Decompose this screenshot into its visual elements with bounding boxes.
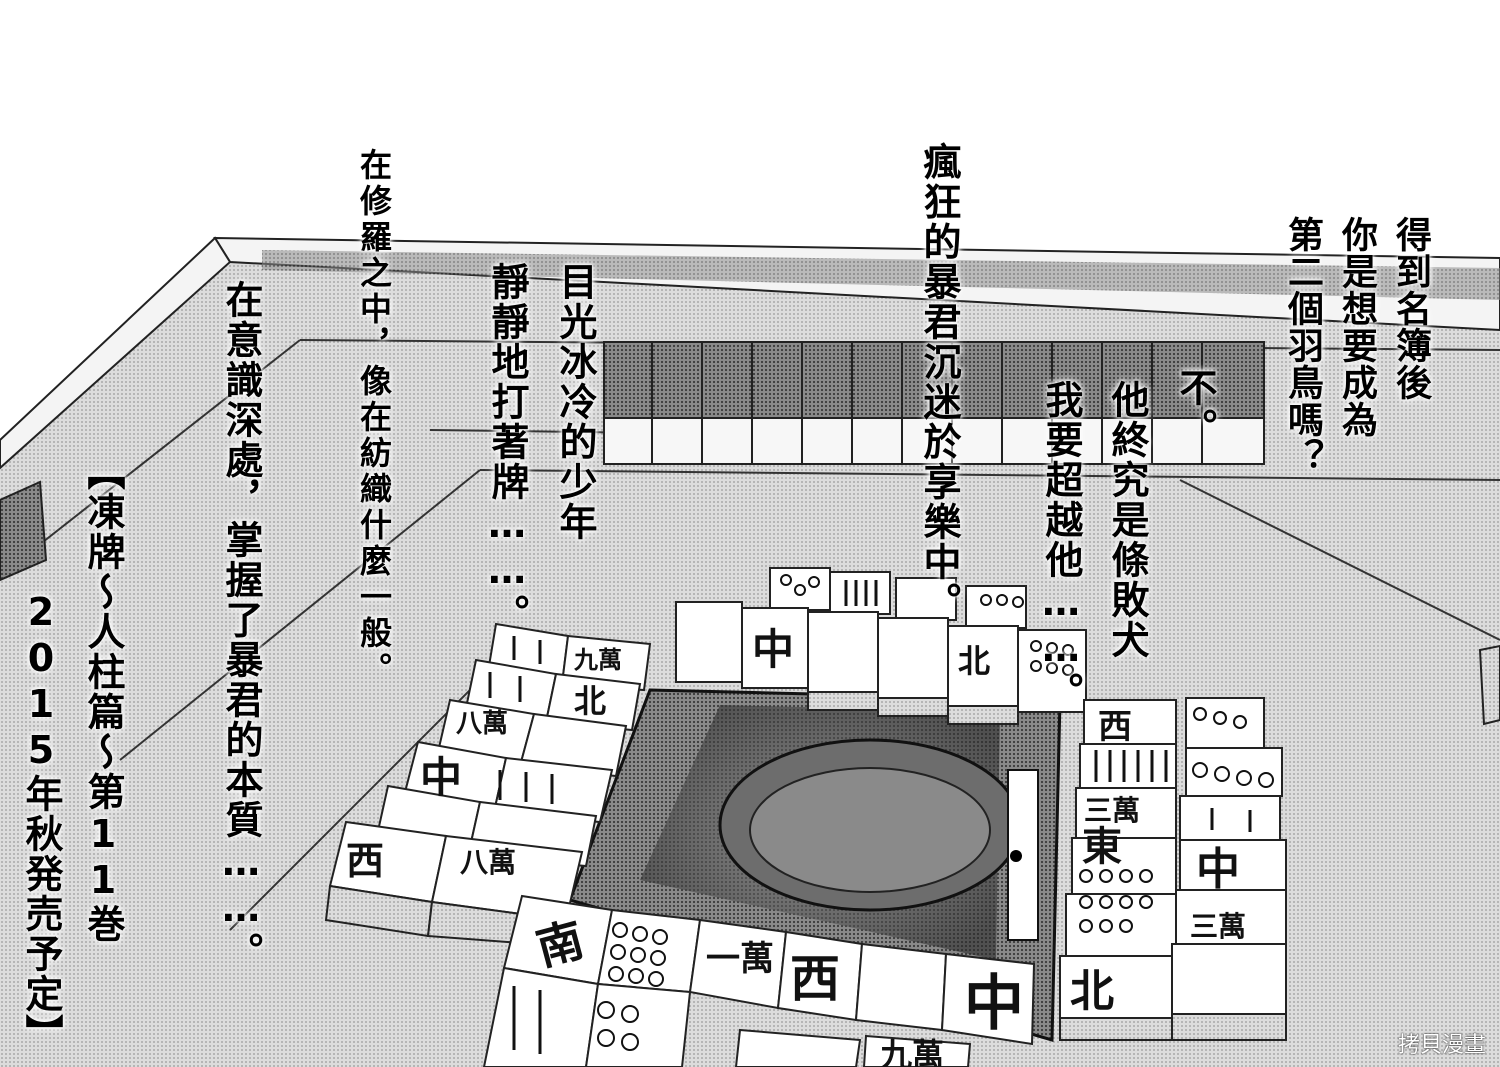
- tile-san-man: 三萬: [1084, 794, 1140, 827]
- dialogue-line-register-1: 得到名簿後: [1390, 216, 1431, 401]
- dialogue-line-register-3: 第二個羽鳥嗎？: [1282, 216, 1323, 475]
- tile-sha-right: 西: [1098, 707, 1132, 747]
- tile-hachi-man-2: 八萬: [456, 709, 508, 739]
- far-tile-wall: [603, 341, 1265, 465]
- tile-san-man-right: 三萬: [1190, 910, 1246, 943]
- tile-ichi-man: 一萬: [706, 939, 774, 979]
- volume-announcement-release: 2015年秋発売予定】: [19, 590, 63, 1054]
- dialogue-line-quietly-playing: 靜靜地打著牌……。: [485, 262, 529, 634]
- tile-pei-left: 北: [574, 682, 606, 720]
- tile-chun: 中: [964, 969, 1024, 1039]
- tile-pei-right: 北: [1070, 966, 1114, 1017]
- dialogue-line-asura: 在修羅之中，像在紡織什麼一般。: [355, 148, 393, 688]
- dialogue-line-deep-consciousness: 在意識深處，掌握了暴君的本質……。: [219, 280, 263, 972]
- top-hand-tiles: [675, 567, 1087, 725]
- tile-kyu-man-bottom: 九萬: [880, 1036, 944, 1067]
- watermark-text: 拷貝漫畫: [1397, 1033, 1486, 1058]
- dialogue-line-tyrant: 瘋狂的暴君沉迷於享樂中。: [917, 142, 961, 622]
- dialogue-line-no: 不。: [1173, 368, 1217, 448]
- volume-announcement-title: 【凍牌～人柱篇～第11巻: [81, 452, 125, 944]
- tile-sha-left: 西: [346, 838, 384, 883]
- tile-pei-top: 北: [958, 642, 990, 680]
- tile-chun-top: 中: [752, 625, 794, 674]
- tile-sha: 西: [790, 949, 840, 1008]
- tile-hachi-man: 八萬: [460, 846, 516, 879]
- tile-chun-right: 中: [1196, 844, 1240, 895]
- tile-chun-left: 中: [420, 753, 462, 802]
- tile-kyu-man: 九萬: [573, 645, 622, 674]
- dialogue-line-register-2: 你是想要成為: [1336, 216, 1377, 438]
- right-discard-tiles: [1059, 644, 1500, 1041]
- dialogue-line-surpass: 我要超越他……。: [1039, 380, 1083, 712]
- dialogue-line-loser: 他終究是條敗犬: [1105, 380, 1149, 660]
- tile-ton: 東: [1082, 823, 1122, 870]
- dialogue-line-cold-eyed-boy: 目光冰冷的少年: [553, 262, 597, 542]
- table-left-rail: [0, 236, 232, 470]
